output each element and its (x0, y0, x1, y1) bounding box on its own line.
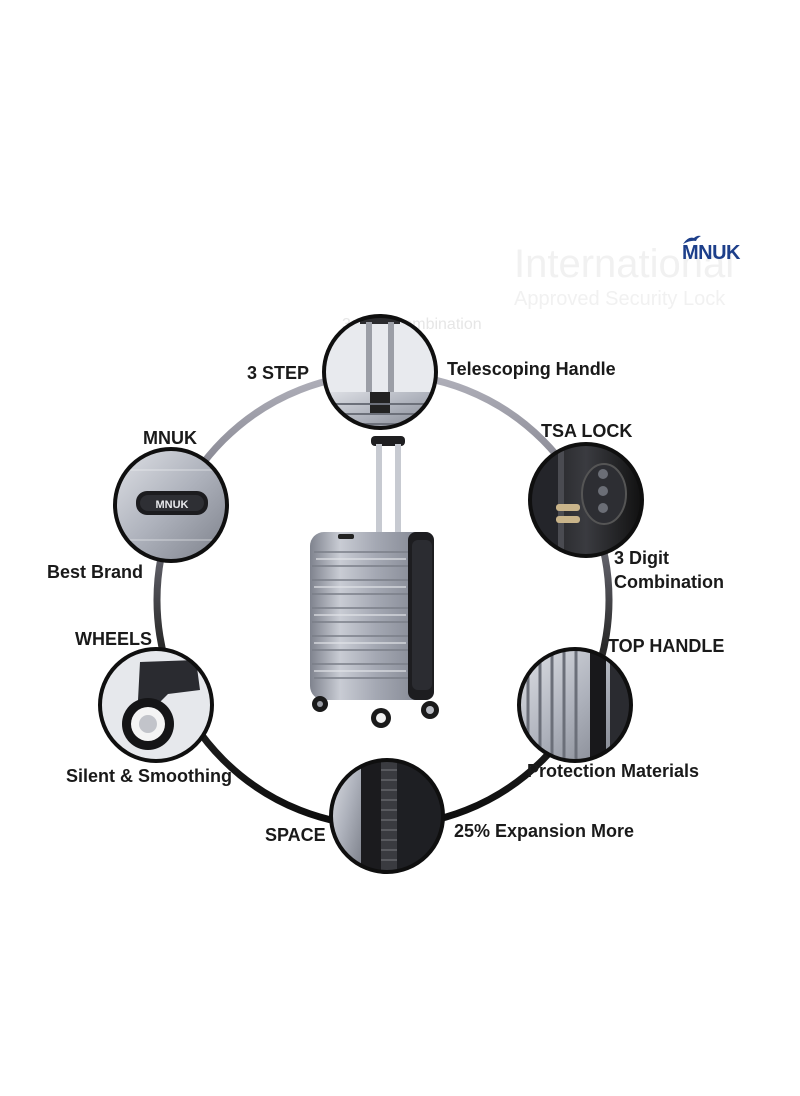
label-3-step: 3 STEP (247, 363, 310, 383)
label-protection-materials: Protection Materials (527, 761, 700, 781)
brand-name: MNUK (682, 242, 741, 264)
label-expansion: 25% Expansion More (454, 821, 635, 841)
bird-icon (683, 235, 701, 244)
feature-circle-top-handle (517, 647, 633, 763)
feature-circle-brand (113, 447, 229, 563)
label-space: SPACE (265, 825, 326, 845)
label-tsa-lock: TSA LOCK (541, 421, 633, 441)
label-telescoping-handle: Telescoping Handle (447, 359, 616, 379)
brand-logo: MNUK (682, 234, 746, 266)
label-best-brand: Best Brand (47, 562, 144, 582)
suitcase-image (310, 436, 439, 728)
label-3-digit: 3 Digit (614, 548, 670, 568)
ghost-text-line2: Approved Security Lock (514, 288, 726, 310)
ghost-text-line1: International (514, 242, 735, 286)
feature-circle-space (329, 758, 445, 874)
feature-circle-wheels (98, 647, 214, 763)
label-top-handle: TOP HANDLE (608, 636, 725, 656)
label-wheels: WHEELS (75, 629, 153, 649)
brand-badge-text: MNUK (156, 499, 189, 511)
label-combination: Combination (614, 572, 724, 592)
feature-circle-handle (322, 314, 438, 430)
label-mnuk: MNUK (143, 428, 197, 448)
label-silent-smoothing: Silent & Smoothing (66, 766, 232, 786)
feature-circle-lock (528, 442, 644, 558)
